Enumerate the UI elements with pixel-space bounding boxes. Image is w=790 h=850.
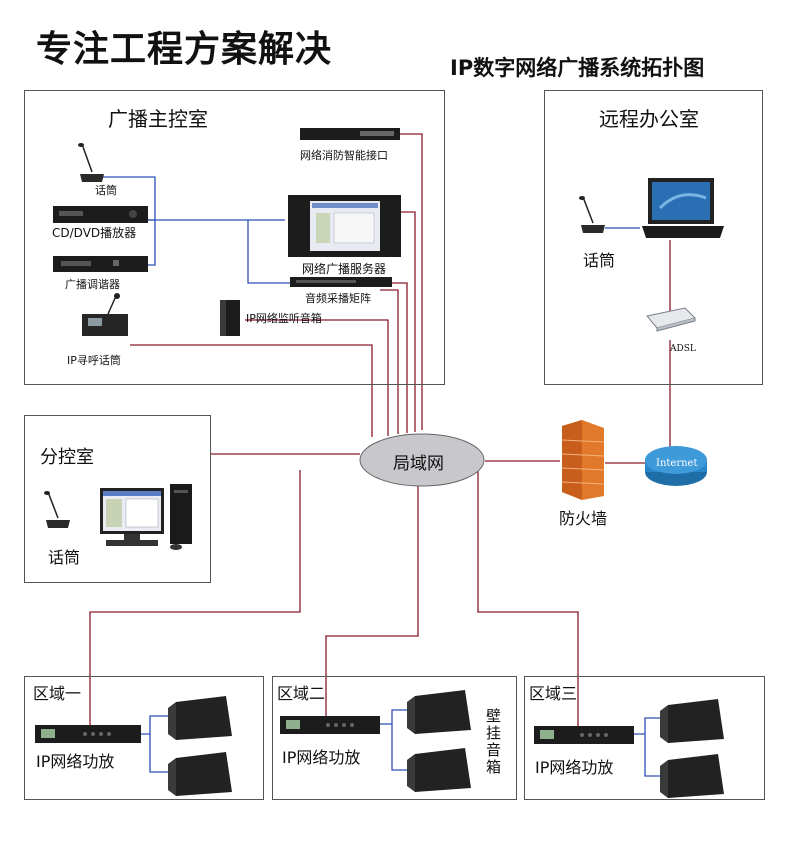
firewall-label: 防火墙 — [559, 509, 608, 528]
adsl-modem-icon — [646, 307, 696, 332]
link-lan-to-zone3 — [477, 470, 579, 728]
sub-mic-icon — [44, 491, 70, 528]
link-lan-to-zone2 — [325, 485, 419, 720]
broadcast-server-icon — [288, 195, 401, 257]
main-control-room-title: 广播主控室 — [108, 107, 208, 131]
audio-matrix-label: 音频采播矩阵 — [305, 292, 371, 305]
broadcast-server-label: 网络广播服务器 — [302, 262, 387, 276]
link-zone2-speakers — [380, 709, 412, 771]
main-control-room-box — [24, 90, 445, 385]
link-bus-to-matrix — [247, 220, 290, 284]
cd-dvd-player-icon — [53, 206, 148, 223]
tuner-label: 广播调谐器 — [65, 278, 120, 291]
internet-label: Internet — [656, 458, 698, 469]
remote-office-title: 远程办公室 — [599, 107, 699, 131]
zone-2-amplifier-icon — [280, 716, 380, 734]
zone-3-speaker-top-icon — [660, 699, 724, 743]
sub-mic-label: 话筒 — [48, 548, 81, 567]
cd-dvd-label: CD/DVD播放器 — [52, 226, 137, 240]
tuner-icon — [53, 256, 148, 272]
lan-label: 局域网 — [393, 454, 444, 474]
remote-office-box — [544, 90, 763, 385]
ip-paging-mic-icon — [82, 293, 128, 336]
zone-1-speaker-top-icon — [168, 696, 232, 740]
laptop-icon — [642, 178, 724, 238]
lan-cloud-icon — [359, 433, 485, 487]
monitor-speaker-label: IP网络监听音箱 — [246, 312, 322, 325]
zone-2-box — [272, 676, 517, 800]
slogan-title: 专注工程方案解决 — [36, 29, 333, 70]
link-lan-to-zone1 — [89, 470, 301, 725]
diagram-title: IP数字网络广播系统拓扑图 — [450, 56, 705, 80]
link-tuner-to-bus — [148, 220, 156, 266]
firewall-icon — [561, 420, 605, 500]
sub-control-room-box — [24, 415, 211, 583]
desk-mic-icon — [78, 143, 104, 182]
zone-3-box — [524, 676, 765, 800]
zone-2-speaker-top-icon — [407, 690, 471, 734]
ip-paging-mic-label: IP寻呼话筒 — [67, 354, 121, 367]
monitor-speaker-icon — [220, 300, 240, 336]
link-fire-to-lan — [400, 133, 423, 430]
adsl-label: ADSL — [670, 344, 696, 354]
zone-2-title: 区域二 — [277, 684, 326, 703]
desktop-computer-icon — [100, 484, 192, 550]
audio-matrix-icon — [290, 277, 392, 287]
link-zone3-speakers — [634, 717, 664, 777]
wall-speaker-label: 壁挂音箱 — [486, 707, 502, 776]
zone-3-amp-label: IP网络功放 — [535, 758, 614, 777]
zone-1-amplifier-icon — [35, 725, 141, 743]
link-matrix2-to-lan — [380, 289, 399, 434]
link-server-to-lan — [400, 211, 416, 432]
remote-mic-icon — [579, 196, 605, 233]
link-matrix-to-lan — [392, 282, 408, 433]
zone-3-title: 区域三 — [529, 684, 578, 703]
zone-2-speaker-bottom-icon — [407, 748, 471, 792]
sub-control-room-title: 分控室 — [40, 447, 94, 468]
main-mic-label: 话筒 — [95, 184, 117, 197]
zone-1-title: 区域一 — [33, 684, 82, 703]
fire-interface-icon — [300, 128, 400, 140]
link-monitor-to-lan — [245, 319, 389, 436]
zone-1-amp-label: IP网络功放 — [36, 752, 115, 771]
link-pager-to-lan — [130, 344, 373, 437]
zone-1-box — [24, 676, 264, 800]
remote-mic-label: 话筒 — [583, 251, 616, 270]
zone-2-amp-label: IP网络功放 — [282, 748, 361, 767]
zone-3-speaker-bottom-icon — [660, 754, 724, 798]
zone-1-speaker-bottom-icon — [168, 752, 232, 796]
link-zone1-speakers — [140, 715, 172, 773]
zone-3-amplifier-icon — [534, 726, 634, 744]
fire-interface-label: 网络消防智能接口 — [300, 149, 388, 162]
internet-cloud-icon — [645, 446, 707, 486]
